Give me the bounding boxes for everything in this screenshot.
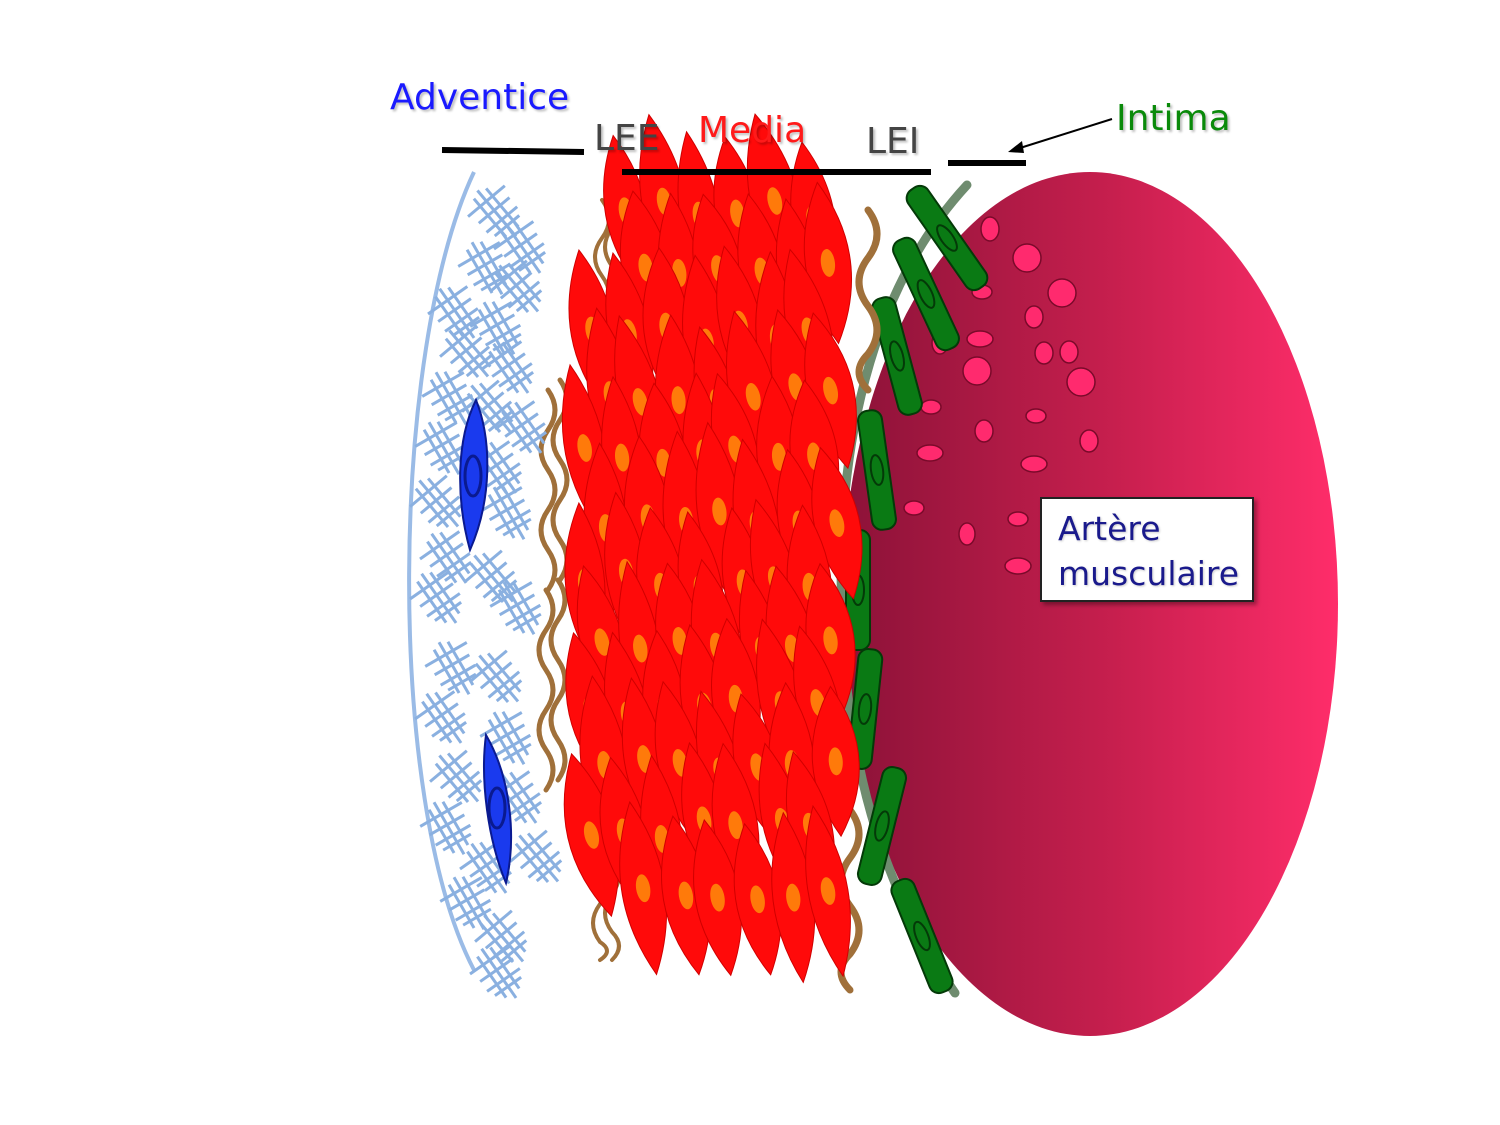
- artery-label-line1: Artère: [1058, 509, 1161, 548]
- blood-cell: [1066, 367, 1096, 397]
- collagen-bundle: [489, 259, 543, 313]
- blood-cell: [903, 500, 925, 516]
- collagen-bundle: [414, 690, 467, 744]
- smooth-muscle-cell: [771, 811, 816, 984]
- fibroblast: [459, 397, 489, 553]
- collagen-bundle: [439, 324, 493, 378]
- collagen-bundle: [419, 530, 472, 584]
- blood-cell: [916, 444, 944, 462]
- collagen-bundle: [409, 474, 463, 528]
- blood-cell: [1047, 278, 1077, 308]
- endothelial-cell: [905, 184, 989, 292]
- blood-cell: [1034, 341, 1054, 365]
- endothelium: [845, 184, 989, 995]
- label-media: Media: [698, 110, 807, 151]
- elastic-fiber: [536, 587, 556, 793]
- blood-cell: [1025, 408, 1047, 424]
- blood-cells: [903, 216, 1099, 575]
- intima-arrow: [1008, 118, 1113, 153]
- endothelial-cell: [892, 236, 960, 352]
- blood-cell: [920, 399, 942, 415]
- collagen-bundle: [489, 581, 542, 635]
- artery-label-box: Artère musculaire: [1040, 497, 1254, 602]
- label-lee: LEE: [594, 118, 660, 159]
- label-intima: Intima: [1116, 98, 1231, 139]
- label-adventice: Adventice: [390, 77, 570, 118]
- collagen-bundle: [493, 220, 546, 274]
- smooth-muscle-cells: [561, 113, 863, 984]
- collagen-bundle: [439, 876, 492, 930]
- blood-cell: [962, 356, 992, 386]
- collagen-bundle: [474, 909, 528, 963]
- collagen-bundle: [481, 340, 534, 394]
- elastic-fiber: [855, 206, 881, 394]
- blood-cell: [1007, 511, 1029, 527]
- elastic-fiber: [538, 387, 558, 593]
- collagen-bundle: [467, 184, 521, 238]
- label-lei: LEI: [866, 121, 920, 162]
- smooth-muscle-cell: [811, 446, 863, 600]
- artery-lumen: [842, 172, 1338, 1036]
- collagen-bundle: [469, 945, 522, 999]
- smooth-muscle-cell: [563, 752, 620, 918]
- endothelial-cell: [856, 766, 908, 886]
- elastic-fiber: [548, 577, 568, 783]
- collagen-bundle: [469, 649, 523, 703]
- adventice-bracket: [441, 147, 585, 155]
- smooth-muscle-cell: [733, 822, 782, 976]
- smooth-muscle-cell: [804, 312, 857, 470]
- smooth-muscle-cell: [693, 818, 742, 977]
- fibroblast: [483, 731, 513, 887]
- collagen-bundle: [409, 570, 462, 624]
- smooth-muscle-cell: [619, 800, 668, 976]
- blood-cell: [966, 330, 994, 348]
- blood-cell: [974, 419, 994, 443]
- endothelial-cell: [857, 409, 897, 531]
- blood-cell: [1004, 557, 1032, 575]
- blood-cell: [1012, 243, 1042, 273]
- blood-cell: [1020, 455, 1048, 473]
- collagen-bundle: [419, 801, 472, 855]
- collagen-bundle: [464, 549, 518, 603]
- smooth-muscle-cell: [805, 804, 851, 978]
- smooth-muscle-cell: [811, 685, 860, 838]
- blood-cell: [958, 522, 976, 546]
- artery-label-line2: musculaire: [1058, 554, 1240, 593]
- collagen-bundle: [479, 711, 532, 765]
- collagen-bundle: [509, 829, 563, 883]
- collagen-bundle: [479, 486, 532, 540]
- collagen-bundle: [494, 400, 547, 454]
- collagen-bundle: [429, 749, 483, 803]
- blood-cell: [1079, 429, 1099, 453]
- collagen-bundle: [424, 641, 477, 695]
- collagen-bundle: [427, 285, 480, 339]
- blood-cell: [980, 216, 1000, 242]
- endothelial-cell: [890, 877, 954, 995]
- blood-cell: [1024, 305, 1044, 329]
- blood-cell: [1059, 340, 1079, 364]
- adventice-border: [407, 171, 476, 971]
- endothelial-cell: [871, 296, 923, 416]
